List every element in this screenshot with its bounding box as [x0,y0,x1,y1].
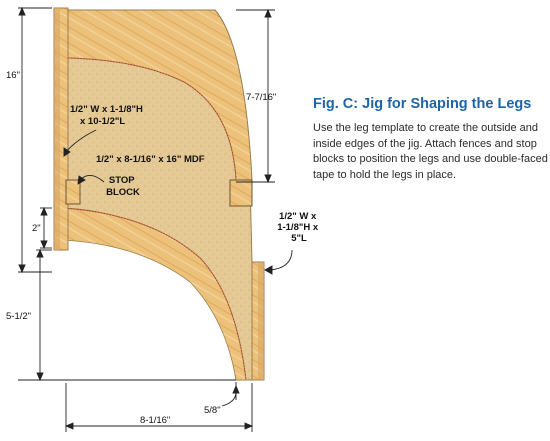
fence-top-label: 1/2" W x 1-1/8"H x 10-1/2"L [70,104,146,127]
figure-caption: Fig. C: Jig for Shaping the Legs Use the… [313,96,549,183]
dim-stop-offset: 2" [32,223,41,234]
stop-block-label: STOP BLOCK [106,175,140,198]
left-fence-face [54,8,60,250]
dim-tip: 5/8" [204,405,221,416]
dim-lower-left: 5-1/2" [6,311,31,322]
caption-body: Use the leg template to create the outsi… [313,122,548,181]
lower-curve-edge [61,207,247,381]
stop-block-right [229,179,253,207]
fence-right-label: 1/2" W x 1-1/8"H x 5"L [277,211,321,244]
right-fence-face [258,262,264,380]
stop-block-left [65,179,81,205]
upper-curve-piece [67,9,253,181]
dim-overall-height: 16" [6,70,20,81]
mdf-label: 1/2" x 8-1/16" x 16" MDF [96,154,205,165]
leader-arrows [63,129,293,275]
dim-upper-right: 7-7/16" [246,92,276,103]
dimension-lines [18,6,275,432]
upper-curve-edge [67,57,237,181]
caption-title: Fig. C: Jig for Shaping the Legs [313,96,532,112]
dim-width: 8-1/16" [140,415,170,426]
